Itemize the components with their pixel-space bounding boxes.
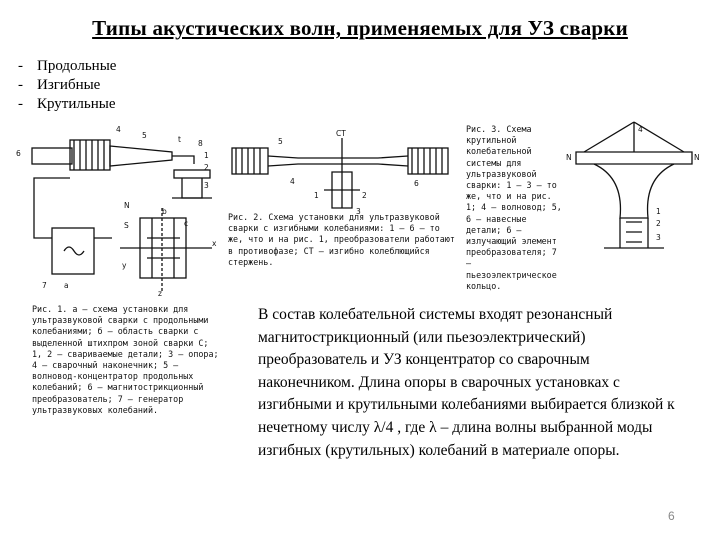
fig2-label: 1 <box>314 191 319 200</box>
fig2-label: 5 <box>278 137 283 146</box>
fig1-label: b <box>162 207 167 216</box>
fig2-label: 3 <box>356 207 361 216</box>
fig1-label: z <box>158 289 162 298</box>
fig1-label: x <box>212 239 217 248</box>
page-number: 6 <box>668 509 675 523</box>
slide-title: Типы акустических волн, применяемых для … <box>92 16 628 40</box>
bullet-text: Продольные <box>37 58 117 74</box>
body-paragraph: В состав колебательной системы входят ре… <box>258 306 675 459</box>
fig1-label: 5 <box>142 131 147 140</box>
fig4-label: 3 <box>656 233 661 242</box>
fig1-label: 2 <box>204 163 209 172</box>
fig1-label: N <box>124 201 130 210</box>
figure-4-torsional-system-diagram: N N 1 2 3 4 <box>566 121 700 249</box>
fig1-label: S <box>124 221 129 230</box>
fig1-label: 8 <box>198 139 203 148</box>
fig1-label: t <box>178 135 181 144</box>
fig1-label: c <box>184 219 188 228</box>
figure-1-caption: Рис. 1. а — схема установки для ультразв… <box>32 304 224 415</box>
bullet-marker: - <box>18 77 23 93</box>
fig2-label: СТ <box>336 129 346 138</box>
fig4-label: 2 <box>656 219 661 228</box>
bullet-item: - Крутильные <box>18 95 116 114</box>
fig1-label: 7 <box>42 281 47 290</box>
bullet-item: - Продольные <box>18 57 116 76</box>
fig4-label: 1 <box>656 207 661 216</box>
bullet-text: Изгибные <box>37 77 101 93</box>
figure-2-flexural-welding-diagram: СТ 1 2 3 4 5 6 <box>231 129 449 216</box>
fig2-label: 6 <box>414 179 419 188</box>
fig4-label: N <box>694 153 700 162</box>
bullet-marker: - <box>18 58 23 74</box>
fig1-label: y <box>122 261 127 270</box>
fig1-label: a <box>64 281 69 290</box>
fig2-label: 2 <box>362 191 367 200</box>
figure-3-caption: Рис. 3. Схема крутильной колебательной с… <box>466 124 567 291</box>
wave-types-list: - Продольные - Изгибные - Крутильные <box>18 57 116 114</box>
fig2-label: 4 <box>290 177 295 186</box>
figure-1-longitudinal-welding-diagram: 4 5 1 2 3 6 7 8 N c t z x y S a b <box>16 125 217 298</box>
bullet-marker: - <box>18 96 23 112</box>
bullet-item: - Изгибные <box>18 76 116 95</box>
fig1-label: 4 <box>116 125 121 134</box>
figure-2-caption: Рис. 2. Схема установки для ультразвуков… <box>228 212 460 267</box>
fig1-label: 3 <box>204 181 209 190</box>
fig1-label: 1 <box>204 151 209 160</box>
bullet-text: Крутильные <box>37 96 116 112</box>
fig4-label: 4 <box>638 125 643 134</box>
fig4-label: N <box>566 153 572 162</box>
fig1-label: 6 <box>16 149 21 158</box>
